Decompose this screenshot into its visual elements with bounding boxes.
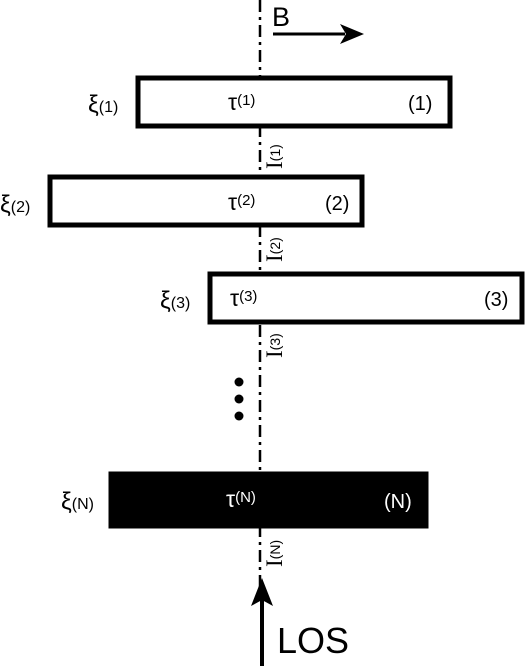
intensity-n-label: I(N) xyxy=(262,540,287,567)
slab-n-xi: ξ(N) xyxy=(61,488,94,515)
slab-3: ξ(3) τ(3) (3) xyxy=(160,271,525,325)
intensity-1: I(1) xyxy=(262,144,287,169)
ellipsis-dot xyxy=(234,377,244,387)
intensity-2-label: I(2) xyxy=(262,237,287,262)
slab-n: ξ(N) τ(N) (N) xyxy=(61,471,429,529)
slab-1-xi: ξ(1) xyxy=(88,91,118,118)
ellipsis-dots xyxy=(234,377,244,421)
slab-3-tau: τ(3) xyxy=(230,285,257,311)
slab-2-tau: τ(2) xyxy=(228,189,255,215)
slab-1-box xyxy=(135,75,453,129)
slab-3-box xyxy=(207,271,525,325)
ellipsis-dot xyxy=(234,394,244,404)
slab-3-number: (3) xyxy=(484,289,508,311)
slab-1-number: (1) xyxy=(408,93,432,115)
intensity-3: I(3) xyxy=(262,333,287,358)
los-arrow-head xyxy=(251,578,273,606)
slab-n-box xyxy=(108,471,429,529)
slab-1: ξ(1) τ(1) (1) xyxy=(88,75,453,129)
slab-2: ξ(2) τ(2) (2) xyxy=(0,174,365,228)
slab-1-tau: τ(1) xyxy=(228,89,255,115)
intensity-1-label: I(1) xyxy=(262,144,287,169)
slab-2-box xyxy=(47,174,365,228)
slab-2-xi: ξ(2) xyxy=(0,191,30,218)
ellipsis-dot xyxy=(234,411,244,421)
los-label: LOS xyxy=(277,620,349,661)
slab-n-number: (N) xyxy=(384,491,412,513)
los-arrow: LOS xyxy=(251,578,349,666)
slab-n-tau: τ(N) xyxy=(226,486,256,512)
slab-2-number: (2) xyxy=(325,193,349,215)
intensity-2: I(2) xyxy=(262,237,287,262)
intensity-3-label: I(3) xyxy=(262,333,287,358)
intensity-n: I(N) xyxy=(262,540,287,567)
field-label: B xyxy=(272,2,290,32)
field-arrow-head xyxy=(340,24,364,44)
slab-3-xi: ξ(3) xyxy=(160,287,190,314)
field-arrow: B xyxy=(272,2,364,44)
